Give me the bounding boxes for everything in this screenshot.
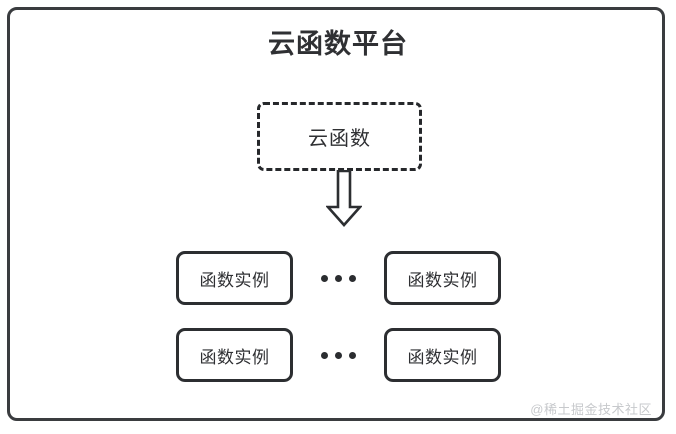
function-instance-label: 函数实例: [199, 347, 270, 367]
function-instance-label: 函数实例: [199, 270, 270, 290]
ellipsis-dot: [321, 274, 328, 282]
ellipsis-dot: [335, 274, 342, 282]
ellipsis-icon: [309, 351, 369, 359]
page-title: 云函数平台: [268, 29, 408, 59]
function-instance-box[interactable]: 函数实例: [176, 251, 293, 305]
ellipsis-dot: [349, 351, 356, 359]
function-instance-label: 函数实例: [407, 347, 478, 367]
cloud-function-node: 云函数: [257, 102, 422, 171]
ellipsis-dot: [349, 274, 356, 282]
function-instance-box[interactable]: 函数实例: [176, 328, 293, 382]
function-instance-box[interactable]: 函数实例: [384, 328, 501, 382]
function-instance-label: 函数实例: [407, 270, 478, 290]
ellipsis-icon: [309, 274, 369, 282]
watermark: @稀土掘金技术社区: [530, 402, 652, 417]
ellipsis-dot: [321, 351, 328, 359]
function-instance-box[interactable]: 函数实例: [384, 251, 501, 305]
ellipsis-dot: [335, 351, 342, 359]
cloud-function-label: 云函数: [308, 128, 371, 150]
function-instance-row-1: 函数实例 函数实例: [176, 251, 501, 305]
downward-block-arrow-icon: [325, 169, 363, 227]
function-instance-row-2: 函数实例 函数实例: [176, 328, 501, 382]
